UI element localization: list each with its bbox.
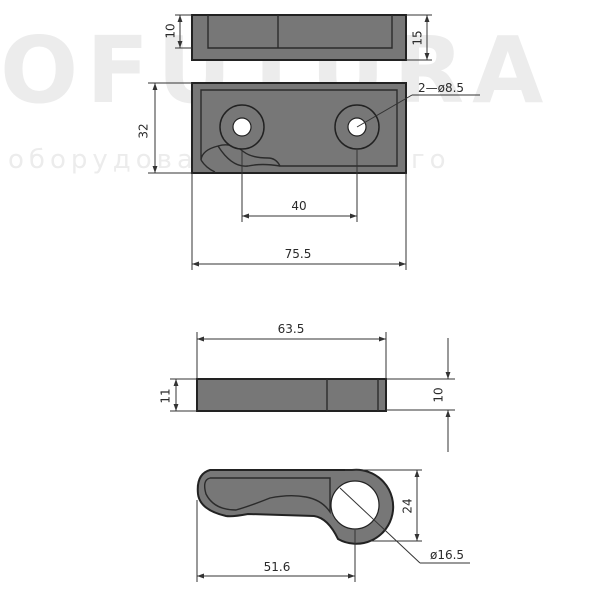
dim-side-length: 63.5 xyxy=(278,322,305,336)
dim-hole-spec: 2—ø8.5 xyxy=(418,81,464,95)
dim-front-height: 32 xyxy=(137,123,151,138)
hook-view: 24 ø16.5 51.6 xyxy=(196,468,470,582)
dim-top-side-height: 15 xyxy=(411,30,425,45)
dim-side-left-height: 11 xyxy=(159,388,173,403)
side-view-body xyxy=(196,378,387,412)
top-view: 10 15 xyxy=(164,14,432,61)
dim-hook-hole: ø16.5 xyxy=(430,548,464,562)
dim-total-length: 75.5 xyxy=(285,247,312,261)
top-view-body xyxy=(191,14,407,61)
hook-hole xyxy=(330,480,380,530)
front-view: 2—ø8.5 32 40 75.5 xyxy=(137,81,480,270)
dim-hook-height: 24 xyxy=(401,498,415,513)
dim-side-right-height: 10 xyxy=(432,387,446,402)
dim-top-height: 10 xyxy=(164,23,178,38)
dim-hook-length: 51.6 xyxy=(264,560,291,574)
side-view: 63.5 11 10 xyxy=(159,322,455,452)
dim-hole-spacing: 40 xyxy=(291,199,306,213)
